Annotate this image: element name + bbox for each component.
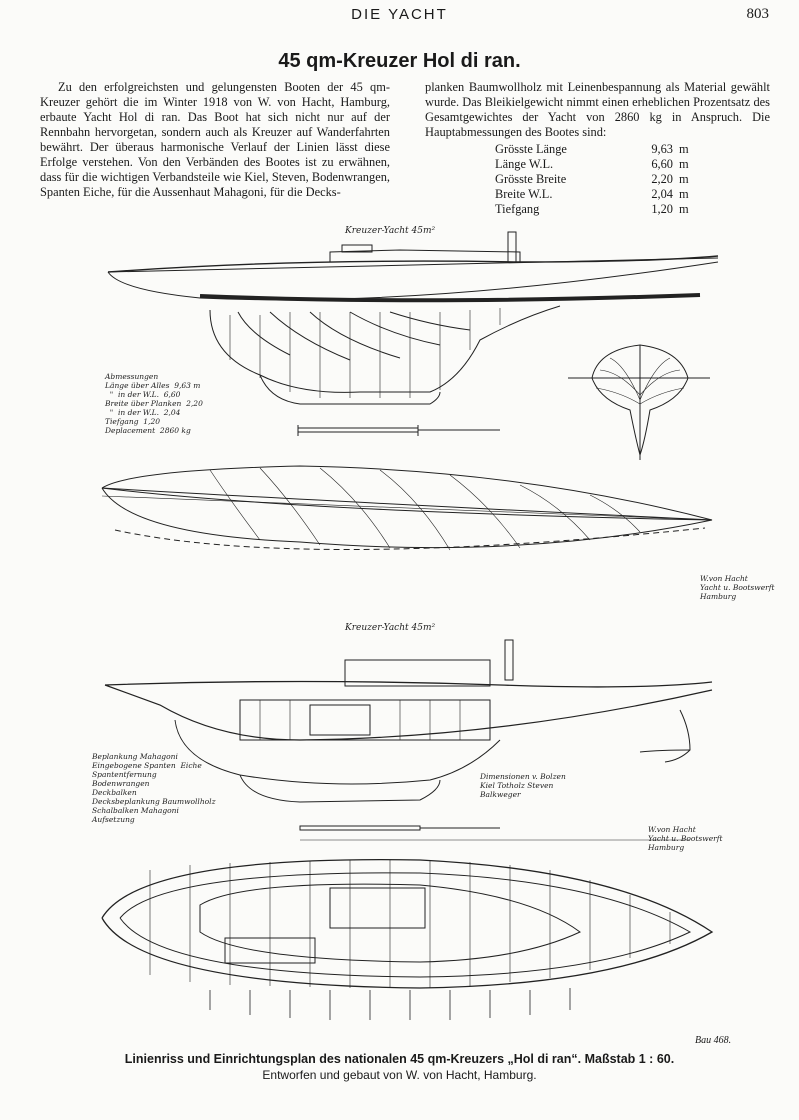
dimension-unit: m — [679, 157, 689, 171]
dimension-unit: m — [679, 202, 689, 216]
construction-notes-left: Beplankung Mahagoni Eingebogene Spanten … — [92, 752, 216, 824]
dimension-row: Grösste Breite 2,20 m — [425, 172, 689, 187]
text-column-right: planken Baumwollholz mit Leinenbespannun… — [425, 80, 770, 217]
dimension-label: Grösste Breite — [495, 172, 567, 186]
page-header: DIE YACHT 803 — [0, 6, 799, 30]
article-title: 45 qm-Kreuzer Hol di ran. — [278, 50, 521, 72]
builder-note-top: W.von Hacht Yacht u. Bootswerft Hamburg — [700, 574, 775, 601]
accommodation-plan — [101, 859, 714, 1020]
dimension-value: 1,20 — [651, 202, 673, 216]
dimension-unit: m — [679, 172, 689, 186]
text-column-left: Zu den erfolgreichsten und gelungensten … — [40, 80, 390, 200]
body-plan — [568, 344, 710, 460]
dimension-row: Tiefgang 1,20 m — [425, 202, 689, 217]
dimensions-note: Abmessungen Länge über Alles 9,63 m " in… — [105, 372, 203, 435]
dimension-label: Tiefgang — [495, 202, 540, 216]
dimension-label: Breite W.L. — [495, 187, 553, 201]
dimension-row: Breite W.L. 2,04 m — [425, 187, 689, 202]
dimension-label: Länge W.L. — [495, 157, 554, 171]
caption-line-2: Entworfen und gebaut von W. von Hacht, H… — [262, 1068, 537, 1082]
drawing-label-bottom: Kreuzer-Yacht 45m² — [344, 623, 435, 633]
drawing-label-top: Kreuzer-Yacht 45m² — [344, 226, 435, 236]
dimension-value: 2,04 — [651, 187, 673, 201]
paragraph-left: Zu den erfolgreichsten und gelungensten … — [40, 80, 390, 199]
dimension-unit: m — [679, 142, 689, 156]
dimension-value: 2,20 — [651, 172, 673, 186]
dimension-value: 9,63 — [651, 142, 673, 156]
dimension-label: Grösste Länge — [495, 142, 567, 156]
page-number: 803 — [746, 6, 770, 22]
construction-profile — [104, 639, 713, 841]
dimension-value: 6,60 — [651, 157, 673, 171]
construction-notes-right: Dimensionen v. Bolzen Kiel Totholz Steve… — [480, 772, 566, 799]
paragraph-right: planken Baumwollholz mit Leinenbespannun… — [425, 80, 770, 139]
half-breadth-plan — [101, 465, 713, 551]
builder-note-bottom: W.von Hacht Yacht u. Bootswerft Hamburg — [648, 825, 723, 852]
dimension-row: Länge W.L. 6,60 m — [425, 157, 689, 172]
dimension-row: Grösste Länge 9,63 m — [425, 142, 689, 157]
dimension-unit: m — [679, 187, 689, 201]
figure-caption: Linienriss und Einrichtungsplan des nati… — [0, 1052, 799, 1082]
running-title: DIE YACHT — [351, 6, 448, 23]
sheer-profile — [107, 231, 719, 436]
plate-number: Bau 468. — [695, 1035, 732, 1046]
caption-line-1: Linienriss und Einrichtungsplan des nati… — [124, 1052, 675, 1066]
